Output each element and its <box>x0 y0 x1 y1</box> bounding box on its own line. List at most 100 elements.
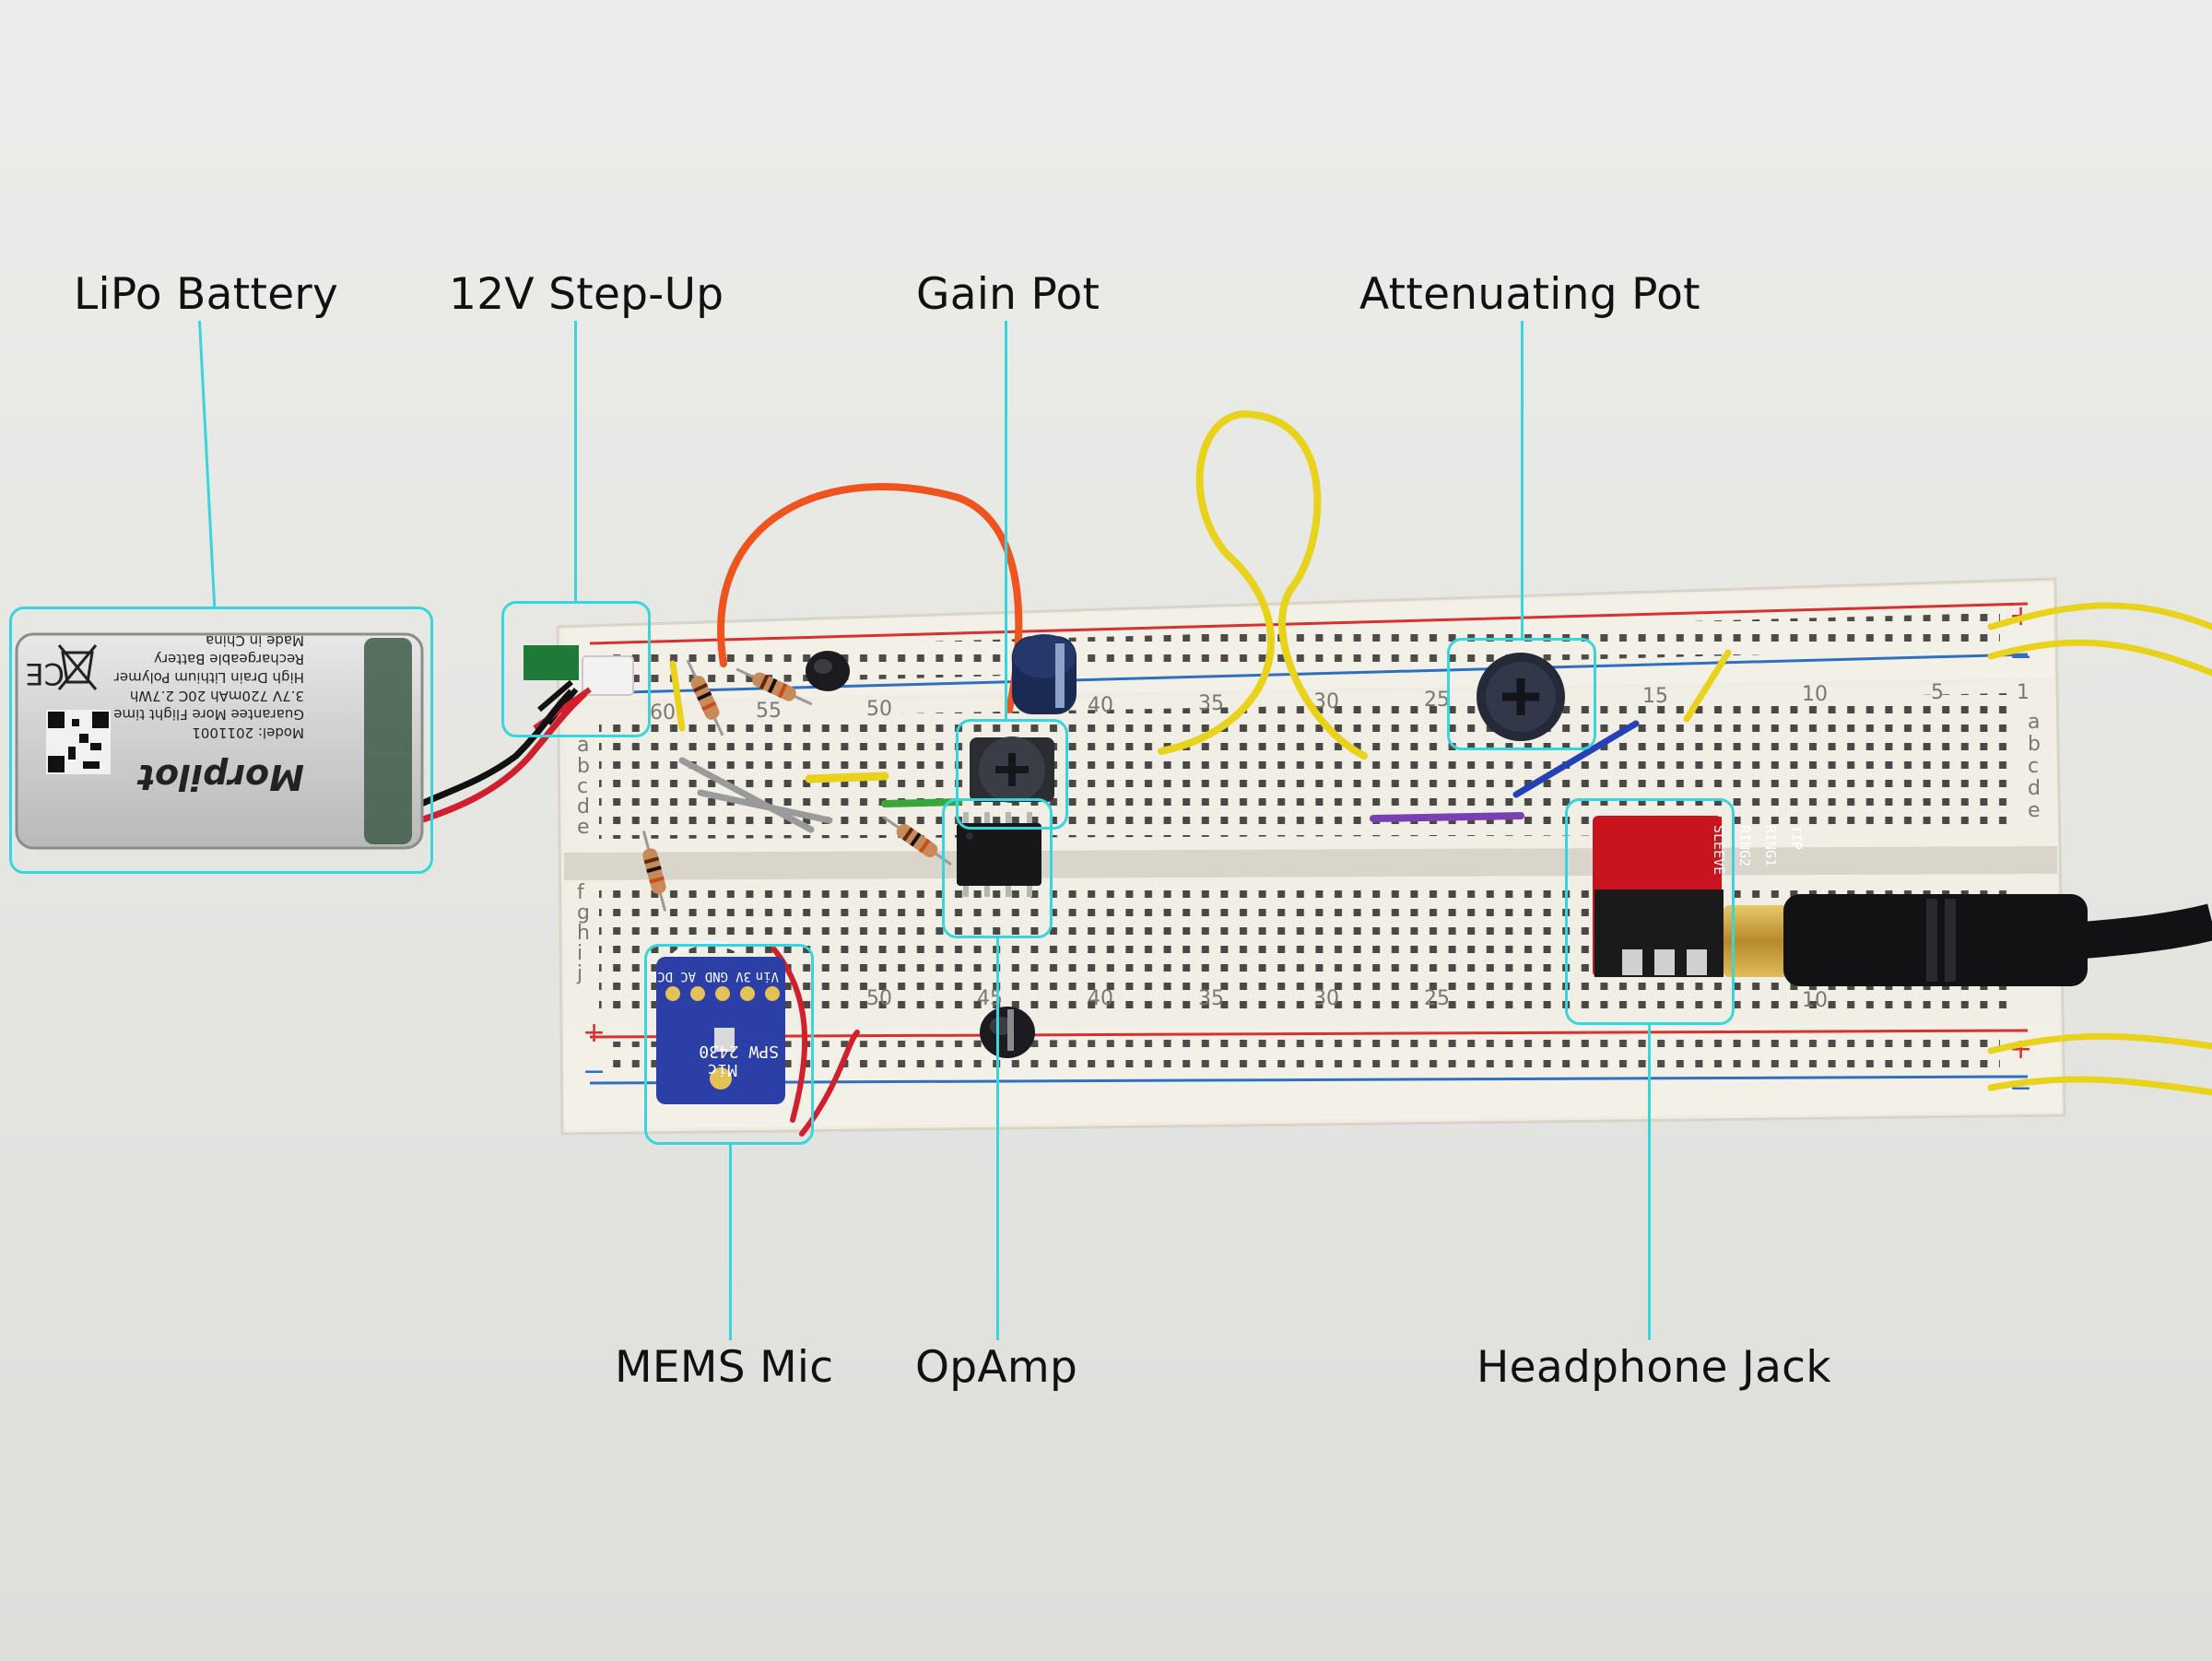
battery-text: 3.7V 720mAh 20C 2.7Wh <box>130 688 304 704</box>
lipo-battery-pack: Morpilot Model: 2011001 Guarantee More F… <box>15 632 588 850</box>
resistor <box>686 659 724 736</box>
column-number: 1 <box>2017 681 2030 704</box>
gain-potentiometer <box>970 736 1054 803</box>
resistors <box>641 659 952 912</box>
ce-mark: CE <box>25 656 65 691</box>
row-letter: c <box>2028 755 2039 778</box>
row-letter: b <box>2028 733 2041 756</box>
column-number: 60 <box>650 701 676 724</box>
yellow-power-wire <box>1987 1032 2212 1054</box>
row-letter: b <box>577 755 590 778</box>
column-number: 25 <box>1424 987 1450 1010</box>
mems-mic-callout <box>644 944 814 1145</box>
red-mic-wire <box>771 947 808 1123</box>
row-letter: a <box>577 734 589 757</box>
yellow-short-wire <box>1683 649 1732 723</box>
row-letter: e <box>577 816 590 839</box>
step-up-label: 12V Step-Up <box>449 269 724 320</box>
row-letter: g <box>577 901 590 925</box>
capacitors <box>806 634 1077 1058</box>
resistor <box>641 830 667 912</box>
electrolytic-capacitor <box>980 1007 1035 1058</box>
electrolytic-capacitor <box>1012 634 1077 714</box>
gray-jumper-wire <box>678 757 815 833</box>
column-number: 40 <box>1088 694 1113 717</box>
purple-jumper-wire <box>1370 812 1524 822</box>
column-number: 40 <box>1088 987 1113 1010</box>
row-letter: i <box>577 942 582 965</box>
column-number: 55 <box>756 700 782 723</box>
wires <box>660 410 2212 1137</box>
battery-text: Guarantee More Flight time <box>113 706 304 723</box>
row-letter: j <box>576 962 582 985</box>
yellow-short-wire <box>669 660 686 732</box>
battery-text: Made in China <box>206 632 304 649</box>
rail-minus-sign: − <box>2009 1072 2032 1104</box>
column-number: 10 <box>1802 989 1828 1012</box>
gray-jumper-wire <box>697 789 833 824</box>
resistor <box>735 667 813 706</box>
blue-jumper-wire <box>1512 720 1640 798</box>
column-number: 25 <box>1424 689 1450 712</box>
opamp-callout <box>942 798 1053 938</box>
step-up-callout <box>501 601 651 737</box>
headphone-jack-callout <box>1565 798 1735 1025</box>
battery-brand: Morpilot <box>136 757 304 797</box>
attenuating-pot-leader <box>1521 321 1524 640</box>
rail-minus-sign: − <box>582 1055 606 1088</box>
resistor <box>882 815 952 866</box>
mems-mic-board: Vin 3V GND AC DC SPW 2430 Mic <box>656 957 785 1104</box>
yellow-power-wire <box>1987 602 2212 630</box>
row-letter: h <box>577 922 590 945</box>
column-number: 35 <box>1198 987 1224 1010</box>
mems-mic-leader <box>729 1143 732 1340</box>
column-number: 15 <box>1642 685 1668 708</box>
mic-pin-label: GND <box>705 969 728 984</box>
battery-text: Model: 2011001 <box>192 724 304 741</box>
column-number: 5 <box>1931 681 1944 704</box>
mic-pin-label: 3V <box>735 969 751 984</box>
headphone-jack-label: Headphone Jack <box>1477 1342 1831 1393</box>
attenuating-potentiometer <box>1477 653 1565 741</box>
bottom-rail-red-line <box>589 1029 2029 1039</box>
jack-pin-label: TIP <box>1788 825 1805 850</box>
mic-name-label: Mic <box>707 1060 737 1079</box>
opamp-chip <box>957 812 1041 897</box>
row-letter: c <box>577 775 588 798</box>
top-rail-red-line <box>589 602 2029 645</box>
mic-chip-label: SPW 2430 <box>699 1042 779 1061</box>
jack-pin-label: RING2 <box>1736 825 1753 866</box>
lipo-battery-callout <box>9 607 433 874</box>
rail-plus-sign: + <box>582 1017 606 1049</box>
column-number: 35 <box>1198 692 1224 715</box>
electrolytic-capacitor <box>806 651 850 691</box>
gain-pot-leader <box>1005 321 1007 721</box>
qr-code-icon <box>46 710 111 774</box>
yellow-power-wire <box>1987 639 2212 677</box>
opamp-label: OpAmp <box>915 1342 1078 1393</box>
jack-pin-label: SLEEVE <box>1711 825 1727 875</box>
rail-plus-sign: + <box>2009 1033 2032 1066</box>
mic-pin-label: DC <box>657 969 673 984</box>
gain-pot-callout <box>956 719 1068 830</box>
gain-pot-label: Gain Pot <box>916 269 1100 320</box>
recycle-bin-icon <box>57 644 98 690</box>
column-number: 10 <box>1802 683 1828 706</box>
battery-text: High Drain Lithium Polymer <box>113 669 304 686</box>
attenuating-pot-label: Attenuating Pot <box>1359 269 1700 320</box>
row-letter: d <box>2028 777 2041 800</box>
yellow-power-wire <box>1987 1076 2212 1096</box>
mic-pin-label: AC <box>680 969 696 984</box>
column-number: 50 <box>866 987 892 1010</box>
column-number: 50 <box>866 698 892 721</box>
row-letter: e <box>2028 799 2041 822</box>
attenuating-pot-callout <box>1447 638 1596 750</box>
column-number: 30 <box>1313 987 1339 1010</box>
battery-text: Rechargeable Battery <box>154 651 304 667</box>
yellow-loop-wire <box>1158 410 1368 760</box>
orange-jumper-wire <box>717 483 1023 713</box>
jack-pin-label: RING1 <box>1762 825 1779 866</box>
headphone-jack-leader <box>1648 1023 1651 1340</box>
row-letter: a <box>2028 711 2040 734</box>
